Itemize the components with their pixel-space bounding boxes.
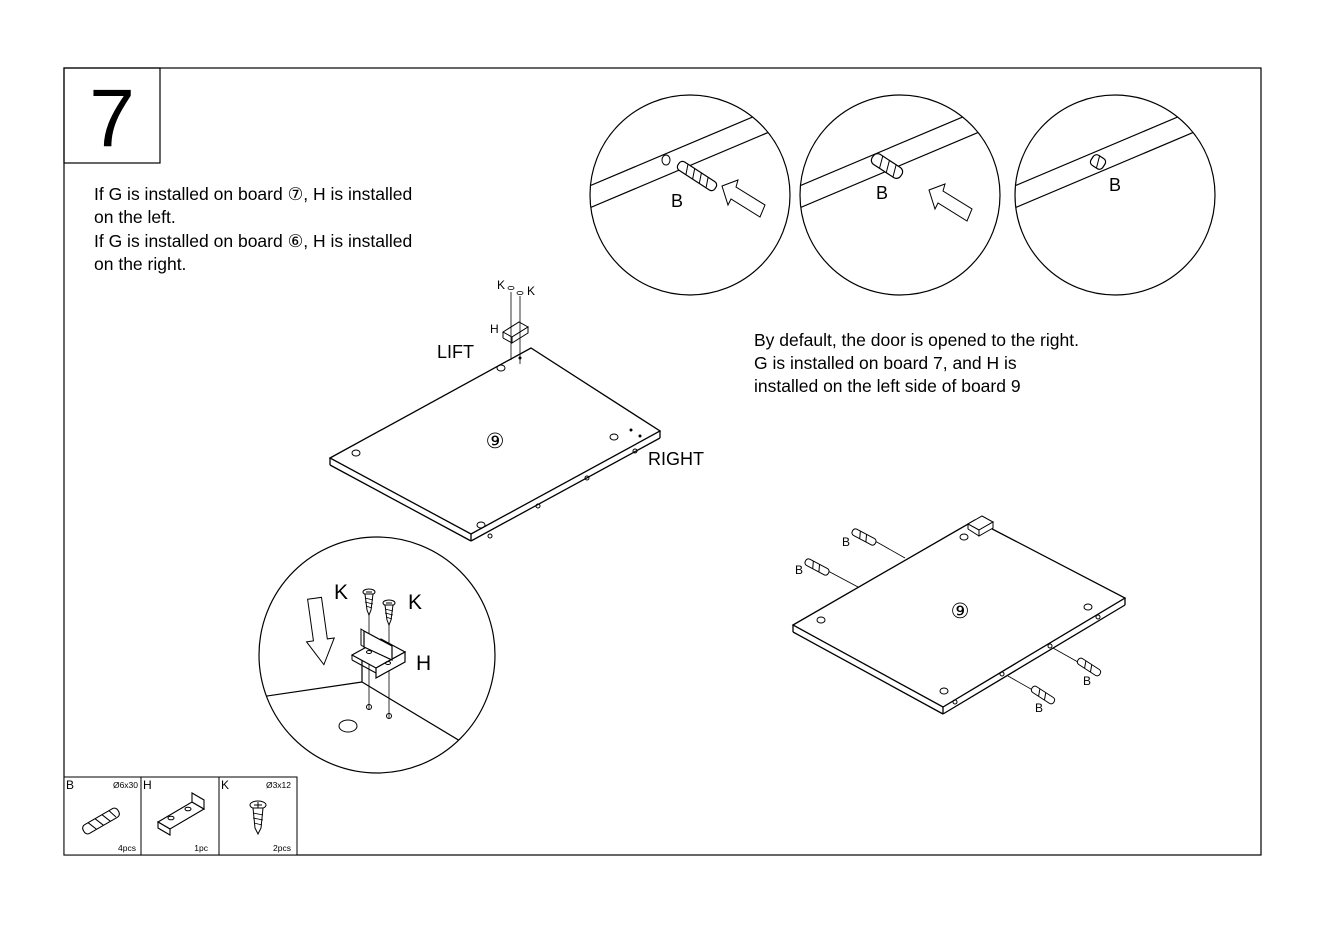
screw-icon (382, 599, 396, 627)
detail-circle-dowel-insert-1: B (589, 94, 791, 296)
label-right: RIGHT (648, 449, 704, 469)
label-lift: LIFT (437, 342, 474, 362)
dowel-icon (851, 528, 877, 546)
screw-icon (507, 285, 524, 295)
instruction-text: If G is installed on board ⑦, H is insta… (94, 184, 412, 274)
dowel-icon (1030, 685, 1056, 705)
label-b: B (1035, 701, 1043, 715)
page-frame (63, 67, 1262, 856)
label-h: H (416, 652, 431, 675)
label-k: K (497, 278, 505, 292)
instruction-line: If G is installed on board ⑥, H is insta… (94, 231, 412, 251)
part-size: Ø3x12 (266, 780, 291, 790)
detail-circle-bracket-fixing: K K H (258, 536, 496, 774)
part-cell-k: K Ø3x12 2pcs (221, 778, 291, 853)
label-b: B (671, 191, 683, 211)
step-number: 7 (89, 73, 135, 164)
note-line: By default, the door is opened to the ri… (754, 330, 1079, 350)
bracket-icon (966, 515, 995, 537)
label-b: B (795, 563, 803, 577)
label-k: K (527, 284, 535, 298)
arrow-icon (928, 183, 973, 222)
detail-circle-dowel-insert-2: B (799, 94, 1001, 296)
part-qty: 2pcs (273, 843, 291, 853)
dowel-icon (1076, 657, 1102, 677)
label-k: K (334, 581, 348, 604)
parts-table: B Ø6x30 4pcs H 1pc K (63, 776, 298, 856)
label-b: B (842, 535, 850, 549)
board-number: ⑨ (486, 430, 505, 453)
part-size: Ø6x30 (113, 780, 138, 790)
bracket-icon (156, 792, 206, 836)
bracket-icon (502, 321, 529, 344)
dowel-icon (676, 160, 718, 192)
detail-circle-dowel-seated: B (1014, 94, 1216, 296)
board-9-default-layout: ⑨ B (791, 515, 1127, 715)
screw-icon (249, 800, 267, 836)
note-line: installed on the left side of board 9 (754, 376, 1021, 396)
note-line: G is installed on board 7, and H is (754, 353, 1017, 373)
dowel-icon (870, 153, 904, 179)
instruction-line: If G is installed on board ⑦, H is insta… (94, 184, 412, 204)
label-k: K (408, 591, 422, 614)
bracket-icon (350, 628, 407, 680)
label-b: B (876, 183, 888, 203)
default-note: By default, the door is opened to the ri… (754, 330, 1079, 396)
part-letter: B (66, 778, 74, 792)
instruction-line: on the left. (94, 207, 176, 227)
arrow-icon (721, 179, 766, 218)
label-b: B (1109, 175, 1121, 195)
dowel-icon (1089, 154, 1107, 170)
instruction-line: on the right. (94, 254, 186, 274)
dowel-icon (804, 558, 830, 576)
label-h: H (490, 322, 499, 336)
part-letter: K (221, 778, 229, 792)
part-cell-h: H 1pc (143, 778, 209, 853)
step-number-box: 7 (63, 67, 161, 164)
screw-icon (362, 588, 376, 617)
part-cell-b: B Ø6x30 4pcs (66, 778, 138, 853)
label-b: B (1083, 674, 1091, 688)
board-number: ⑨ (951, 600, 970, 623)
dowel-icon (82, 807, 120, 835)
arrow-down-icon (305, 596, 336, 666)
part-qty: 1pc (194, 843, 208, 853)
part-letter: H (143, 778, 152, 792)
board-9-main: ⑨ K K H LIFT RIGHT (328, 278, 704, 542)
part-qty: 4pcs (118, 843, 136, 853)
